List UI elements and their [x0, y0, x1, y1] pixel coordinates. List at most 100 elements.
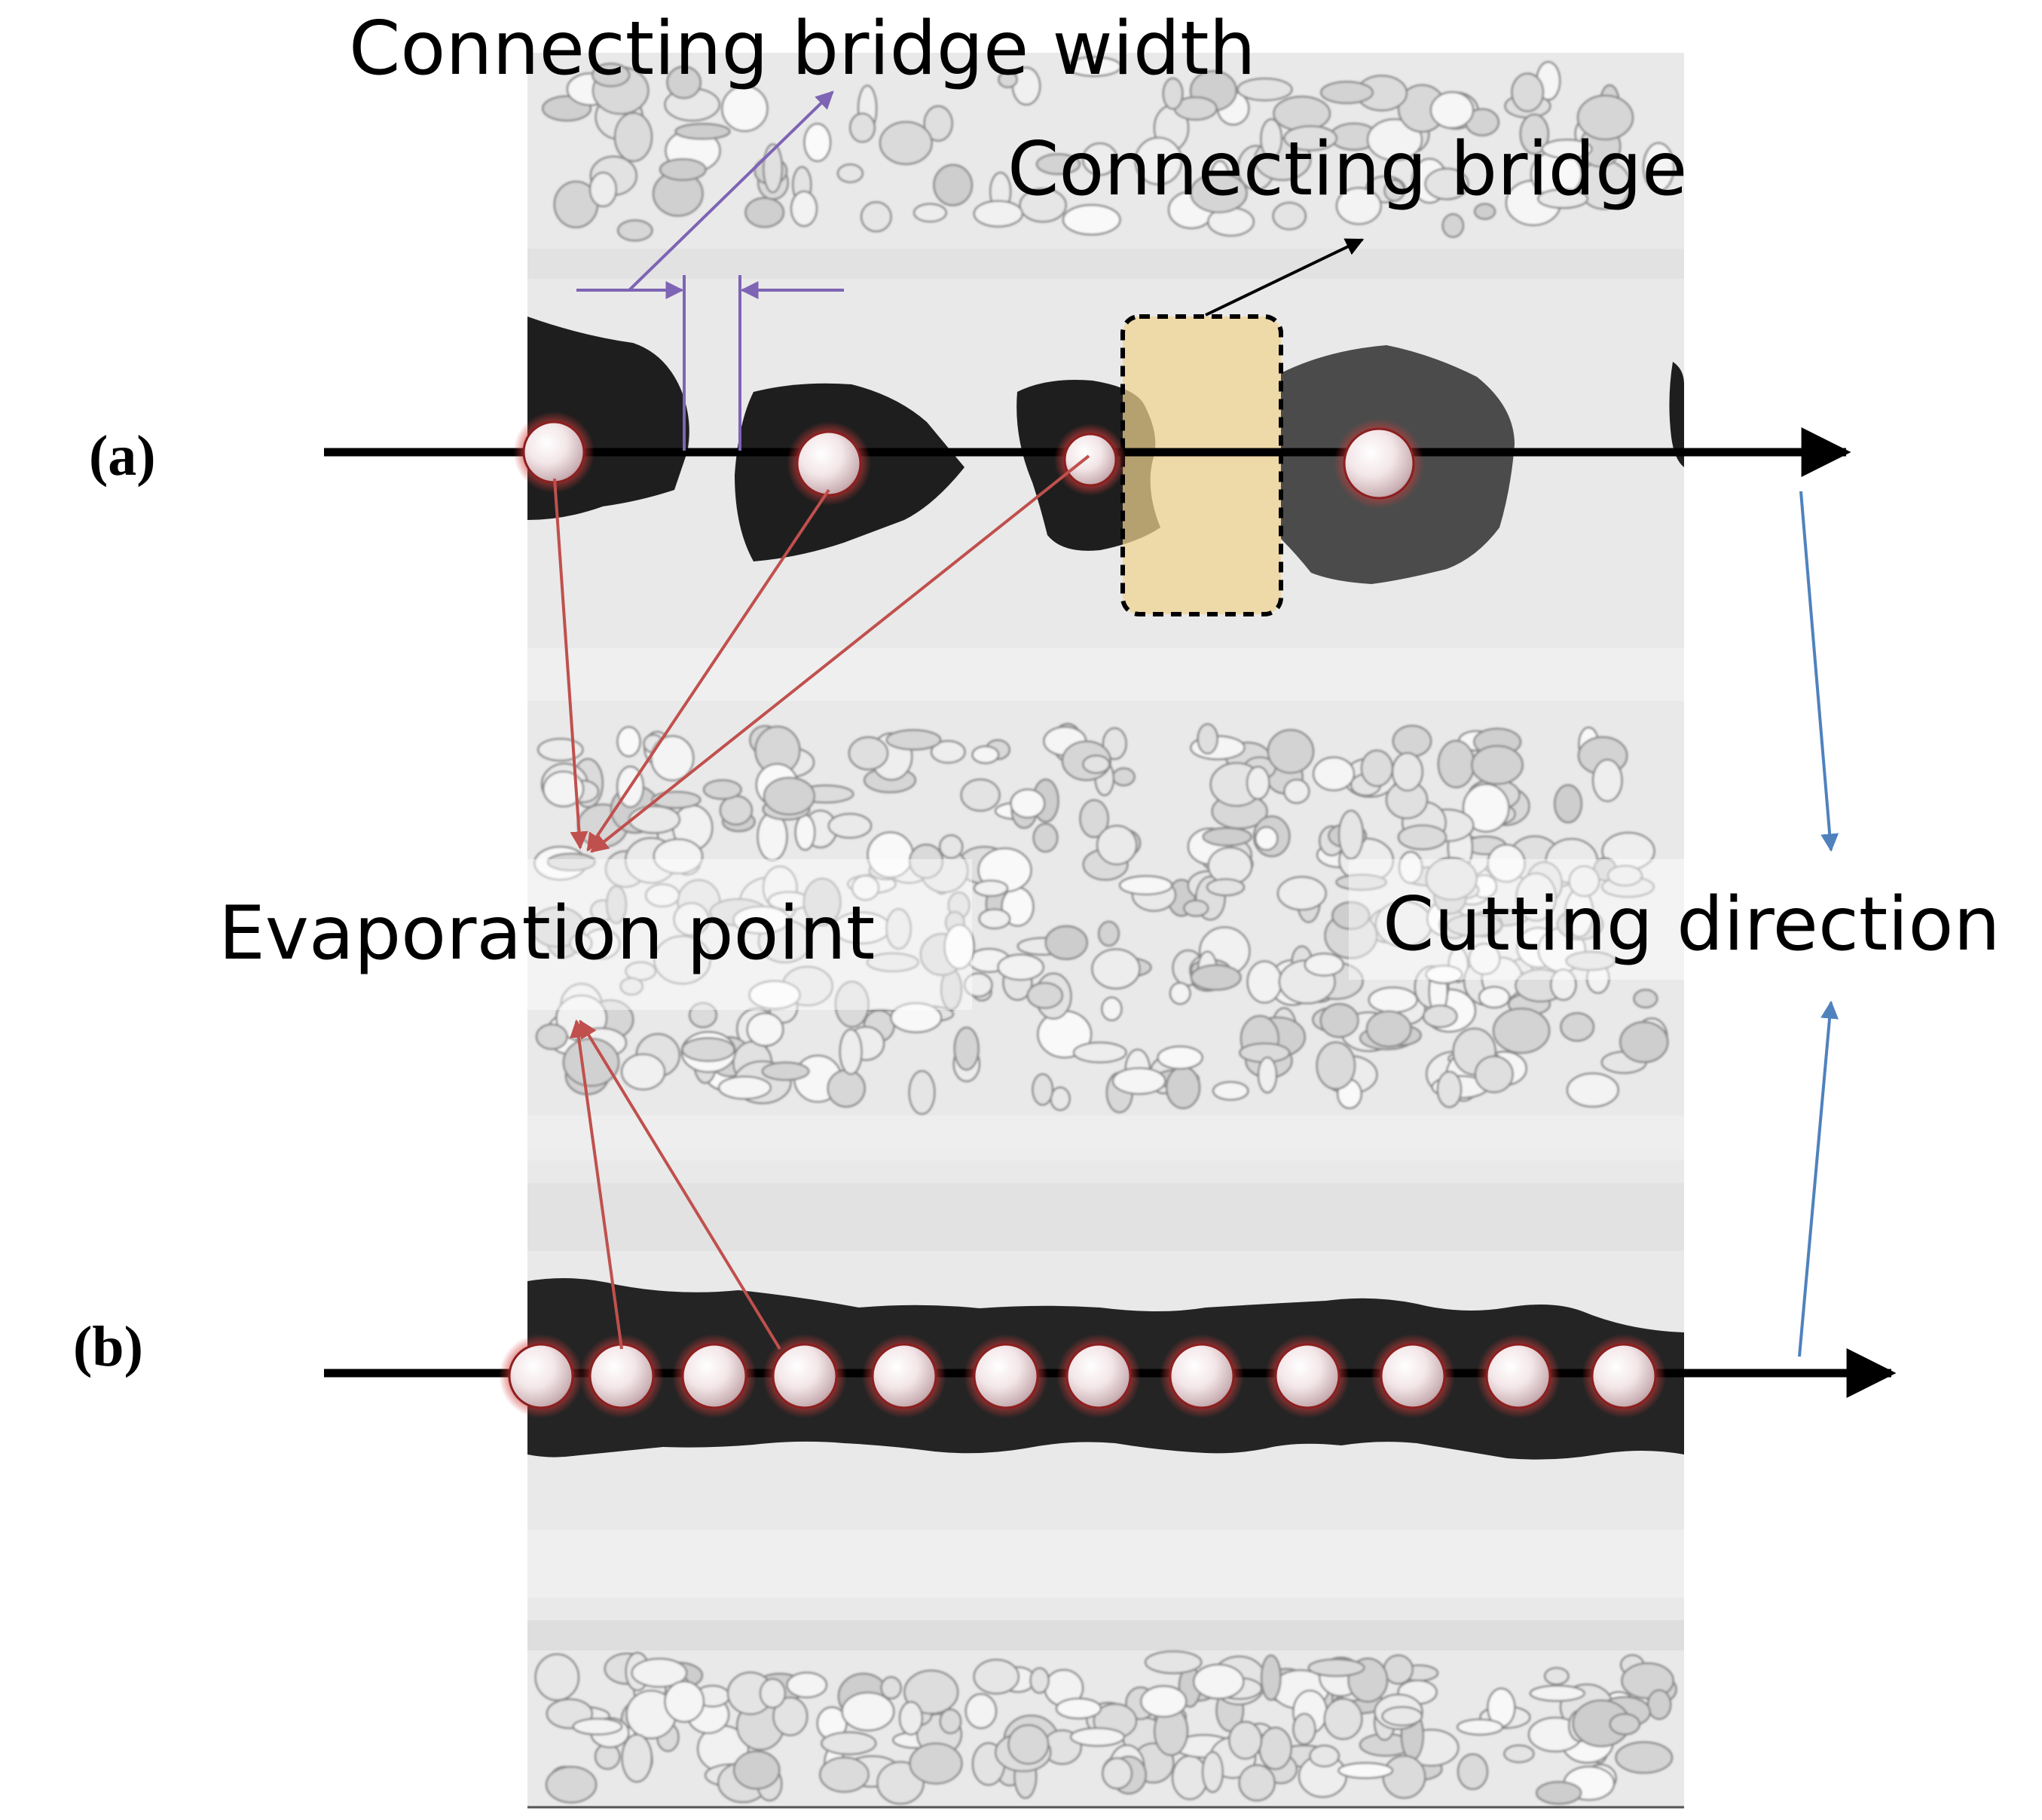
grain	[1082, 754, 1111, 774]
grain	[1541, 139, 1593, 160]
grain	[759, 1678, 787, 1709]
evaporation-point-b-9	[1265, 1334, 1350, 1418]
grain	[748, 980, 801, 1010]
spot-core	[588, 1343, 655, 1409]
grain	[1519, 113, 1550, 155]
evaporation-point-a-1	[513, 411, 595, 493]
grain	[1319, 1003, 1359, 1038]
evaporation-point-b-8	[1160, 1334, 1244, 1418]
strip-6	[527, 1620, 1684, 1650]
bridge-width-indicator	[576, 90, 844, 451]
grain	[1591, 758, 1623, 803]
grain	[964, 1693, 998, 1730]
grain	[933, 164, 974, 206]
grain	[545, 1766, 598, 1803]
grain	[890, 1002, 943, 1033]
grain	[1457, 1753, 1489, 1791]
grain	[1212, 1081, 1249, 1101]
spot-core	[1169, 1343, 1235, 1409]
grain	[732, 905, 790, 934]
grain	[885, 729, 942, 751]
evaporation-point-b-10	[1371, 1334, 1455, 1418]
grain	[851, 874, 880, 901]
grain	[1312, 756, 1356, 791]
spot-core	[1380, 1343, 1446, 1409]
grain	[569, 933, 593, 954]
grain	[998, 71, 1018, 89]
label-panel-a: (a)	[89, 424, 156, 488]
connecting-bridge-pointer	[1205, 238, 1365, 317]
grain	[542, 770, 585, 808]
grain	[1560, 1012, 1595, 1042]
grain	[651, 791, 702, 809]
grain	[1335, 187, 1382, 225]
grain	[1422, 1004, 1458, 1029]
grain	[1273, 96, 1331, 132]
grain	[909, 1742, 963, 1785]
grain	[1366, 118, 1423, 161]
grain	[839, 1028, 863, 1075]
grain	[761, 1061, 810, 1081]
grain	[1478, 986, 1511, 1009]
grain	[1162, 77, 1184, 110]
grain	[1429, 91, 1475, 130]
spot-core	[1591, 1343, 1657, 1409]
grain	[848, 736, 889, 771]
grain	[1566, 1072, 1619, 1108]
spot-core	[1065, 1343, 1132, 1409]
grain	[1536, 188, 1589, 210]
grain	[1424, 167, 1469, 200]
grain	[903, 1669, 959, 1715]
grain	[1254, 826, 1279, 852]
spot-core	[681, 1343, 747, 1409]
grain	[1383, 1654, 1414, 1685]
grain	[1111, 1066, 1166, 1095]
evaporation-point-b-11	[1476, 1334, 1561, 1418]
grain	[1568, 864, 1600, 898]
grain	[1576, 94, 1634, 141]
evaporation-point-a-3	[1054, 424, 1126, 496]
spot-core	[973, 1343, 1039, 1409]
label-bridge-width: Connecting bridge width	[349, 6, 1256, 92]
grain	[841, 1691, 895, 1732]
strip-2	[527, 648, 1684, 701]
grain	[746, 1012, 784, 1048]
grain	[1276, 876, 1327, 911]
grain	[1397, 824, 1447, 851]
spot-core	[508, 1343, 574, 1409]
grain	[674, 123, 731, 140]
evaporation-points-b	[499, 1334, 1666, 1418]
evap-arrow-a1	[553, 478, 588, 850]
grain	[562, 1038, 620, 1087]
evap-arrow-b1	[570, 1019, 623, 1350]
grain	[1032, 1073, 1054, 1106]
grain	[1206, 878, 1246, 897]
grain	[1554, 784, 1583, 824]
evaporation-point-a-2	[787, 421, 871, 506]
grain	[1471, 745, 1524, 785]
grain	[1144, 1650, 1203, 1675]
spot-core	[522, 421, 585, 484]
bridge-width-pointer	[628, 90, 834, 292]
grain	[1197, 723, 1218, 755]
particle-grains	[530, 56, 1677, 1805]
grain	[1050, 1086, 1071, 1112]
grain	[605, 885, 628, 925]
evaporation-point-b-1	[499, 1334, 583, 1418]
strip-1	[527, 249, 1684, 279]
evaporation-point-b-4	[763, 1334, 847, 1418]
grain	[1606, 864, 1643, 887]
grain	[997, 953, 1044, 981]
grain	[1140, 1685, 1188, 1718]
grain	[1183, 899, 1209, 917]
evaporation-arrows	[553, 454, 1090, 1350]
grain	[673, 902, 710, 937]
grain	[1134, 136, 1183, 185]
grain	[794, 814, 816, 851]
grain	[930, 740, 966, 764]
grain	[973, 1659, 1020, 1695]
label-connecting-bridge: Connecting bridge	[1007, 127, 1687, 213]
grain	[1111, 767, 1136, 787]
grain	[530, 906, 585, 948]
grain	[1368, 986, 1418, 1014]
